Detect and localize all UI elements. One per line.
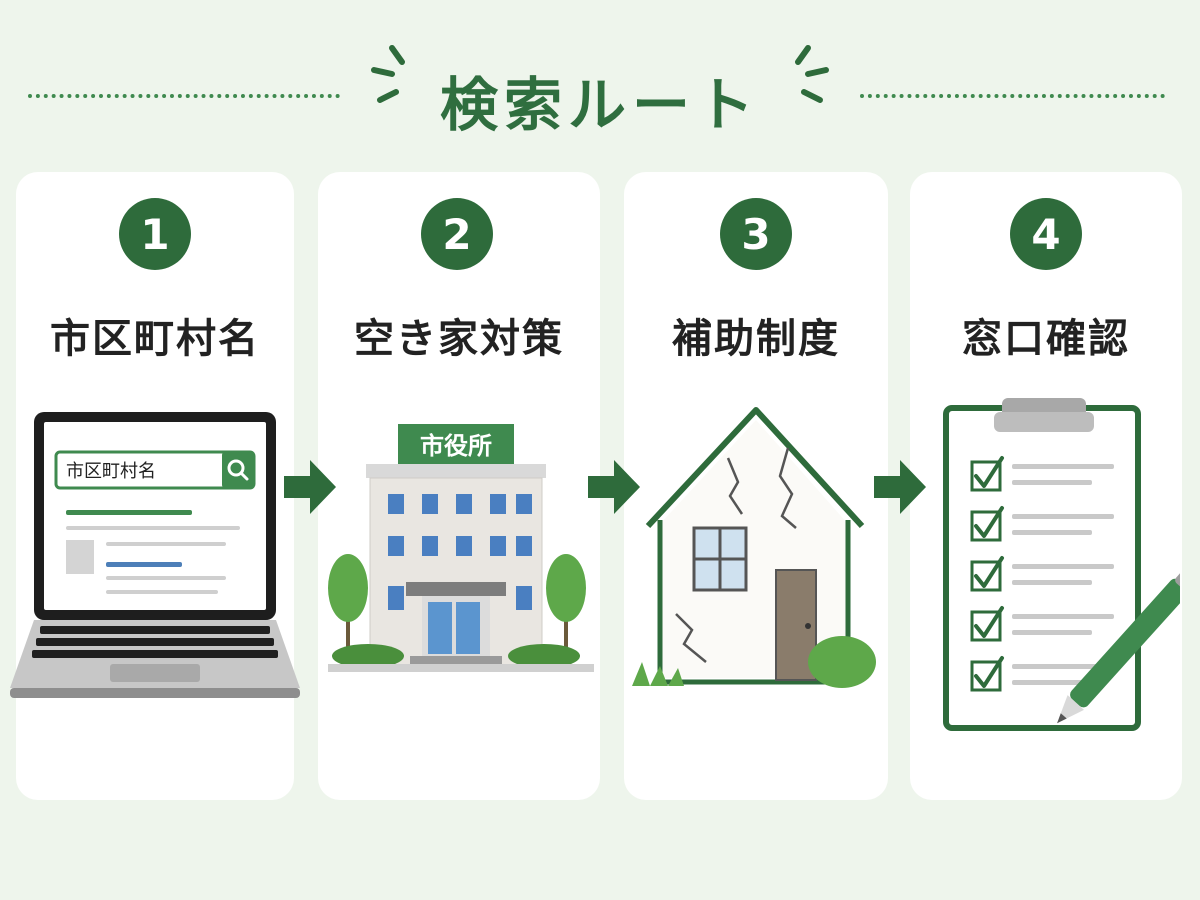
step-number-3: 3 <box>720 198 792 270</box>
laptop-search-text: 市区町村名 <box>66 461 156 482</box>
step-number-2: 2 <box>421 198 493 270</box>
dotted-divider-right <box>860 94 1165 98</box>
arrow-right-icon <box>284 460 336 514</box>
page-title: 検索ルート <box>439 71 760 139</box>
step-title-3: 補助制度 <box>672 316 840 362</box>
laptop-illustration: 市区町村名 <box>10 412 300 698</box>
vacant-house-illustration <box>632 407 876 688</box>
step-title-2: 空き家対策 <box>354 316 564 362</box>
pen-icon <box>1057 571 1180 724</box>
dotted-divider-left <box>28 94 340 98</box>
arrow-right-icon <box>588 460 640 514</box>
city-hall-illustration: 市役所 <box>328 424 594 672</box>
burst-left-icon <box>371 45 405 103</box>
checklist-illustration <box>943 398 1180 731</box>
step-title-4: 窓口確認 <box>962 316 1130 362</box>
step-number-4: 4 <box>1010 198 1082 270</box>
arrow-right-icon <box>874 460 926 514</box>
step-number-1: 1 <box>119 198 191 270</box>
step-title-1: 市区町村名 <box>50 316 260 362</box>
burst-right-icon <box>795 45 829 103</box>
city-hall-sign: 市役所 <box>420 432 492 460</box>
